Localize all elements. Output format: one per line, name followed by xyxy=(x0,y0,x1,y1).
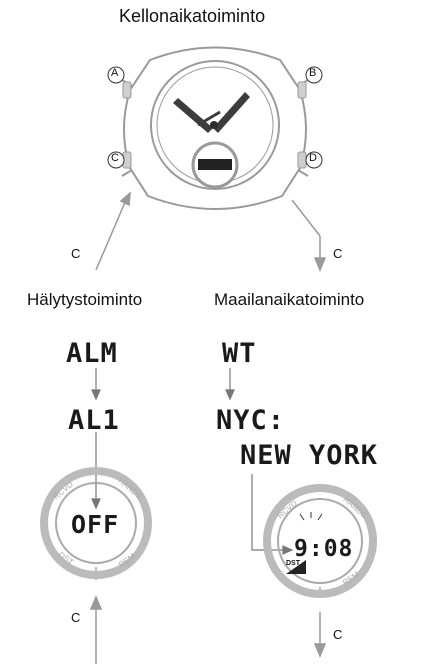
button-c-label: C xyxy=(111,152,119,164)
arrow-label-c-right: C xyxy=(333,246,343,261)
world-line2: NYC: xyxy=(216,405,286,436)
arrow-label-c-left: C xyxy=(71,246,81,261)
watch-buttons xyxy=(122,81,307,169)
world-bottom-arrow xyxy=(313,612,327,658)
button-d-label: D xyxy=(309,152,317,164)
world-arrows xyxy=(225,368,294,555)
blink-marks xyxy=(299,512,323,521)
alarm-dial xyxy=(40,467,152,580)
alarm-bottom-arrow xyxy=(89,595,103,664)
button-letter-circles xyxy=(107,66,323,169)
alarm-value: OFF xyxy=(71,510,120,539)
world-time-mode-title: Maailanaikatoiminto xyxy=(214,290,365,309)
button-a-label: A xyxy=(111,67,119,79)
world-dst-label: DST xyxy=(286,560,300,567)
alarm-line2: AL1 xyxy=(68,405,120,436)
alarm-arrows xyxy=(91,368,101,510)
watch-hands xyxy=(173,92,250,133)
sub-dial xyxy=(191,141,239,189)
arrow-label-c-bottom-left: C xyxy=(71,610,81,625)
world-dial xyxy=(263,484,377,598)
alarm-mode-title: Hälytystoiminto xyxy=(27,290,143,309)
dst-indicator xyxy=(286,560,306,574)
main-title: Kellonaikatoiminto xyxy=(119,6,266,26)
world-line1: WT xyxy=(222,338,257,369)
world-line3: NEW YORK xyxy=(240,440,379,471)
alarm-line1: ALM xyxy=(66,338,118,369)
top-arrows xyxy=(95,191,327,272)
button-b-label: B xyxy=(309,67,317,79)
arrow-label-c-bottom-right: C xyxy=(333,627,343,642)
world-time: 9:08 xyxy=(294,536,354,562)
